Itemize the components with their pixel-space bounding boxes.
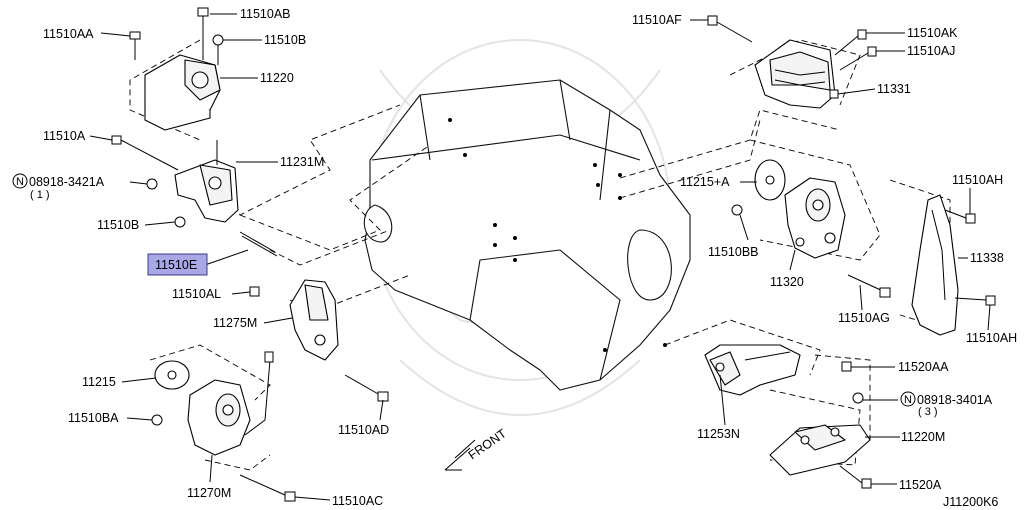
label-11215[interactable]: 11215 bbox=[82, 375, 116, 389]
nut-08918-3421A[interactable] bbox=[146, 178, 158, 190]
part-11220M-bracket[interactable] bbox=[769, 424, 871, 476]
label-11510AG[interactable]: 11510AG bbox=[838, 311, 890, 325]
highlight-11510E bbox=[147, 253, 208, 276]
part-11220-insulator[interactable] bbox=[144, 54, 221, 131]
label-11510A[interactable]: 11510A bbox=[43, 129, 86, 143]
bolt-11520AA[interactable] bbox=[841, 361, 852, 372]
nut-11510BB[interactable] bbox=[731, 204, 743, 216]
bolt-11510AC[interactable] bbox=[239, 474, 296, 502]
part-11270M-mount[interactable] bbox=[187, 351, 274, 456]
label-11510BB[interactable]: 11510BB bbox=[708, 245, 759, 259]
label-11510AD[interactable]: 11510AD bbox=[338, 423, 389, 437]
leader-lines bbox=[89, 13, 991, 501]
bolt-11510AK[interactable] bbox=[834, 29, 867, 56]
n-circle-08918-3421A bbox=[12, 173, 28, 189]
label-11510AJ[interactable]: 11510AJ bbox=[907, 44, 955, 58]
label-11510BA[interactable]: 11510BA bbox=[68, 411, 119, 425]
bolt-11510AB[interactable] bbox=[197, 7, 209, 60]
bolt-11510AJ[interactable] bbox=[839, 46, 877, 71]
part-labels: 11510AA 11510AB 11510B 11220 11510A 1123… bbox=[29, 7, 1017, 509]
nut-11510B-mid[interactable] bbox=[174, 216, 186, 228]
label-11510AL[interactable]: 11510AL bbox=[172, 287, 221, 301]
label-11270M[interactable]: 11270M bbox=[187, 486, 231, 500]
label-11510AB[interactable]: 11510AB bbox=[240, 7, 291, 21]
label-11510AF[interactable]: 11510AF bbox=[632, 13, 682, 27]
label-11510AH-top[interactable]: 11510AH bbox=[952, 173, 1003, 187]
bolt-11510B-top[interactable] bbox=[212, 34, 224, 65]
part-11253N-bracket[interactable] bbox=[704, 344, 801, 396]
bolt-11510AG[interactable] bbox=[847, 274, 891, 298]
label-11520A[interactable]: 11520A bbox=[899, 478, 942, 492]
bolt-11510A[interactable] bbox=[111, 135, 179, 171]
nut-11510BA[interactable] bbox=[151, 414, 163, 426]
stud-11510E[interactable] bbox=[239, 231, 278, 257]
bolt-11510AH-bot[interactable] bbox=[954, 295, 996, 306]
part-11331-bracket[interactable] bbox=[754, 39, 839, 109]
bolt-11510AD[interactable] bbox=[344, 374, 389, 402]
engine-block bbox=[363, 79, 691, 391]
part-11320-mount[interactable] bbox=[784, 177, 846, 259]
label-11510AK[interactable]: 11510AK bbox=[907, 26, 958, 40]
front-label: FRONT bbox=[466, 426, 510, 462]
label-11510AC[interactable]: 11510AC bbox=[332, 494, 383, 508]
label-11215A[interactable]: 11215+A bbox=[680, 175, 730, 189]
label-11338[interactable]: 11338 bbox=[970, 251, 1004, 265]
n-circle-08918-3401A bbox=[900, 391, 916, 407]
part-11275M-bracket[interactable] bbox=[289, 279, 339, 361]
part-11215A-washer[interactable] bbox=[754, 159, 786, 201]
label-11520AA[interactable]: 11520AA bbox=[898, 360, 949, 374]
part-11338-shield[interactable] bbox=[911, 194, 959, 336]
bolt-11510AF[interactable] bbox=[707, 15, 753, 43]
label-08918-3421A-qty: ( 1 ) bbox=[30, 189, 50, 201]
diagram-id: J11200K6 bbox=[943, 495, 998, 509]
front-direction-indicator: FRONT bbox=[444, 426, 510, 471]
label-11220[interactable]: 11220 bbox=[260, 71, 294, 85]
n-symbol-right: N bbox=[904, 394, 912, 406]
label-11231M[interactable]: 11231M bbox=[280, 155, 324, 169]
label-11510AA[interactable]: 11510AA bbox=[43, 27, 94, 41]
label-11275M[interactable]: 11275M bbox=[213, 316, 257, 330]
nut-08918-3401A[interactable] bbox=[852, 392, 864, 404]
label-11331[interactable]: 11331 bbox=[877, 82, 911, 96]
label-11510B-mid[interactable]: 11510B bbox=[97, 218, 139, 232]
label-11253N[interactable]: 11253N bbox=[697, 427, 740, 441]
label-11510B-top[interactable]: 11510B bbox=[264, 33, 306, 47]
label-11510AH-bot[interactable]: 11510AH bbox=[966, 331, 1017, 345]
label-11510E[interactable]: 11510E bbox=[155, 258, 197, 272]
part-11215-washer[interactable] bbox=[154, 360, 190, 390]
label-11220M[interactable]: 11220M bbox=[901, 430, 945, 444]
label-08918-3421A[interactable]: 08918-3421A bbox=[29, 175, 105, 189]
label-11320[interactable]: 11320 bbox=[770, 275, 804, 289]
label-08918-3401A[interactable]: 08918-3401A bbox=[917, 393, 993, 407]
bolt-11520A[interactable] bbox=[839, 465, 872, 489]
bolt-11510AA[interactable] bbox=[129, 31, 141, 60]
n-symbol-left: N bbox=[16, 176, 24, 188]
label-08918-3401A-qty: ( 3 ) bbox=[918, 406, 938, 418]
bolt-11510AL[interactable] bbox=[249, 286, 260, 297]
part-11231M-bracket[interactable] bbox=[174, 140, 239, 223]
